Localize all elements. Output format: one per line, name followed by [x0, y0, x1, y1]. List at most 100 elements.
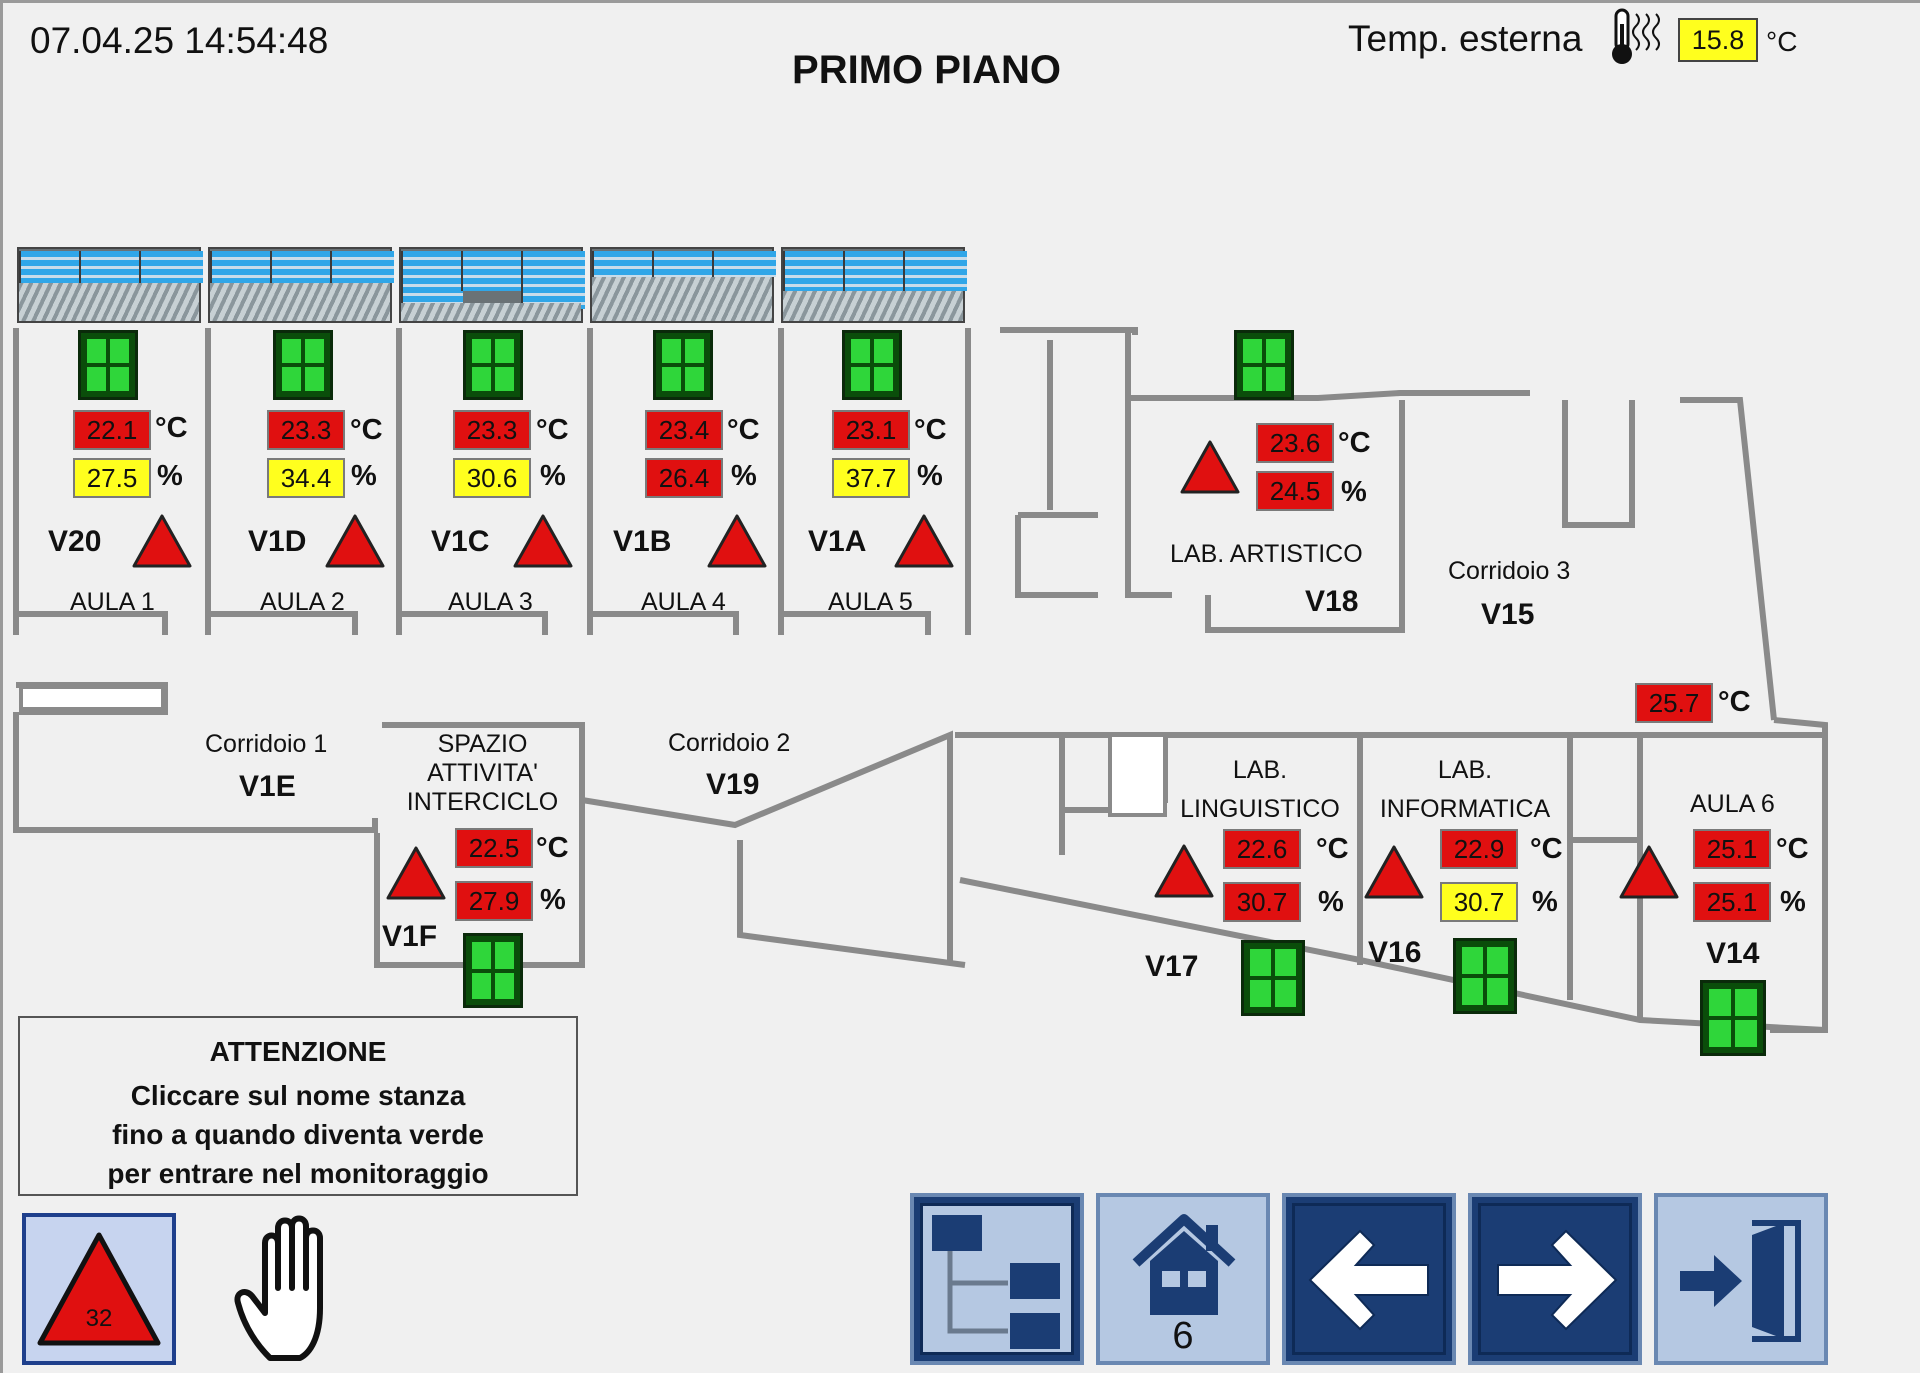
alarm-summary-button[interactable]: 32 — [22, 1213, 176, 1365]
aula6-hum-unit: % — [1780, 886, 1806, 918]
lab-artistico-name[interactable]: LAB. ARTISTICO — [1170, 540, 1363, 568]
spazio-hum-unit: % — [540, 884, 566, 916]
window-aula4[interactable] — [653, 330, 713, 400]
aula6-alarm-icon[interactable] — [1617, 843, 1681, 901]
aula1-alarm-icon[interactable] — [130, 512, 194, 570]
corridoio3-temp: 25.7 — [1635, 683, 1713, 723]
aula4-temp-unit: °C — [727, 414, 760, 446]
lab-informatica-code[interactable]: V16 — [1368, 936, 1422, 969]
spazio-code[interactable]: V1F — [382, 920, 438, 953]
corridoio1-name[interactable]: Corridoio 1 — [205, 730, 328, 758]
aula1-hum-unit: % — [157, 460, 183, 492]
aula5-hum-unit: % — [917, 460, 943, 492]
lab-informatica-name-line1: LAB. — [1437, 756, 1493, 784]
datetime: 07.04.25 14:54:48 — [30, 20, 329, 61]
exit-button[interactable] — [1654, 1193, 1828, 1365]
window-aula3[interactable] — [463, 330, 523, 400]
aula4-alarm-icon[interactable] — [705, 512, 769, 570]
window-aula2[interactable] — [273, 330, 333, 400]
aula3-name[interactable]: AULA 3 — [448, 588, 533, 616]
aula5-alarm-icon[interactable] — [892, 512, 956, 570]
blind-aula1[interactable] — [17, 247, 203, 323]
lab-artistico-hum-unit: % — [1341, 476, 1367, 508]
home-button[interactable]: 6 — [1096, 1193, 1270, 1365]
window-lab-linguistico[interactable] — [1241, 940, 1305, 1016]
lab-linguistico-hum: 30.7 — [1223, 882, 1301, 922]
lab-informatica-alarm-icon[interactable] — [1362, 843, 1426, 901]
aula1-temp-unit: °C — [155, 412, 188, 444]
lab-artistico-alarm-icon[interactable] — [1178, 438, 1242, 496]
window-frame-top — [0, 0, 1920, 3]
external-temp-unit: °C — [1766, 26, 1798, 57]
lab-linguistico-alarm-icon[interactable] — [1152, 842, 1216, 900]
spazio-name[interactable]: SPAZIO ATTIVITA' INTERCICLO — [400, 730, 565, 817]
aula3-hum-unit: % — [540, 460, 566, 492]
lab-informatica-temp-unit: °C — [1530, 833, 1563, 865]
lab-linguistico-name[interactable]: LAB. LINGUISTICO — [1175, 751, 1345, 829]
window-aula6[interactable] — [1700, 980, 1766, 1056]
corridoio3-temp-unit: °C — [1718, 686, 1751, 718]
lab-informatica-name-line2: INFORMATICA — [1379, 795, 1551, 823]
lab-informatica-temp: 22.9 — [1440, 829, 1518, 869]
lab-informatica-name[interactable]: LAB. INFORMATICA — [1370, 751, 1560, 829]
window-aula5[interactable] — [842, 330, 902, 400]
aula5-code[interactable]: V1A — [808, 525, 867, 558]
window-frame-left — [0, 0, 3, 1373]
corridoio2-name[interactable]: Corridoio 2 — [668, 729, 791, 757]
hand-icon[interactable] — [230, 1208, 360, 1368]
tree-nav-button[interactable] — [910, 1193, 1084, 1365]
aula2-code[interactable]: V1D — [248, 525, 307, 558]
window-lab-informatica[interactable] — [1453, 938, 1517, 1014]
notice-box: ATTENZIONE Cliccare sul nome stanza fino… — [18, 1016, 578, 1196]
lab-artistico-hum: 24.5 — [1256, 471, 1334, 511]
spazio-hum: 27.9 — [455, 881, 533, 921]
aula6-name[interactable]: AULA 6 — [1690, 790, 1775, 818]
window-aula1[interactable] — [78, 330, 138, 400]
lab-artistico-temp-unit: °C — [1338, 427, 1371, 459]
aula6-hum: 25.1 — [1693, 882, 1771, 922]
aula5-temp-unit: °C — [914, 414, 947, 446]
aula3-code[interactable]: V1C — [431, 525, 490, 558]
aula1-name[interactable]: AULA 1 — [70, 588, 155, 616]
lab-linguistico-temp: 22.6 — [1223, 829, 1301, 869]
corridoio2-code[interactable]: V19 — [706, 768, 760, 801]
tree-icon — [932, 1215, 1060, 1349]
thermometer-icon — [1612, 8, 1660, 64]
home-icon — [1132, 1214, 1236, 1315]
external-temp-label: Temp. esterna — [1348, 18, 1583, 59]
blind-aula5[interactable] — [781, 247, 967, 323]
blind-aula4[interactable] — [590, 247, 776, 323]
aula6-code[interactable]: V14 — [1706, 937, 1760, 970]
home-badge: 6 — [1172, 1315, 1194, 1357]
corridoio3-code[interactable]: V15 — [1481, 598, 1535, 631]
spazio-alarm-icon[interactable] — [384, 844, 448, 902]
window-lab-artistico[interactable] — [1234, 330, 1294, 400]
lab-linguistico-code[interactable]: V17 — [1145, 950, 1199, 983]
aula5-name[interactable]: AULA 5 — [828, 588, 913, 616]
aula2-name[interactable]: AULA 2 — [260, 588, 345, 616]
window-spazio[interactable] — [463, 933, 523, 1008]
forward-button[interactable] — [1468, 1193, 1642, 1365]
corridoio1-code[interactable]: V1E — [239, 770, 296, 803]
lab-artistico-code[interactable]: V18 — [1305, 585, 1359, 618]
aula3-alarm-icon[interactable] — [511, 512, 575, 570]
aula4-name[interactable]: AULA 4 — [641, 588, 726, 616]
blind-aula3[interactable] — [399, 247, 585, 323]
aula4-code[interactable]: V1B — [613, 525, 672, 558]
blind-aula2[interactable] — [208, 247, 394, 323]
corridoio3-name[interactable]: Corridoio 3 — [1448, 557, 1571, 585]
lab-informatica-hum: 30.7 — [1440, 882, 1518, 922]
spazio-temp: 22.5 — [455, 828, 533, 868]
spazio-temp-unit: °C — [536, 832, 569, 864]
aula2-alarm-icon[interactable] — [323, 512, 387, 570]
aula3-temp-unit: °C — [536, 414, 569, 446]
aula1-code[interactable]: V20 — [48, 525, 102, 558]
back-button[interactable] — [1282, 1193, 1456, 1365]
lab-artistico-temp: 23.6 — [1256, 423, 1334, 463]
aula4-hum-unit: % — [731, 460, 757, 492]
spazio-name-line1: SPAZIO — [437, 730, 528, 758]
aula3-hum: 30.6 — [453, 458, 531, 498]
alarm-count: 32 — [85, 1305, 113, 1332]
lab-linguistico-name-line1: LAB. — [1232, 756, 1288, 784]
